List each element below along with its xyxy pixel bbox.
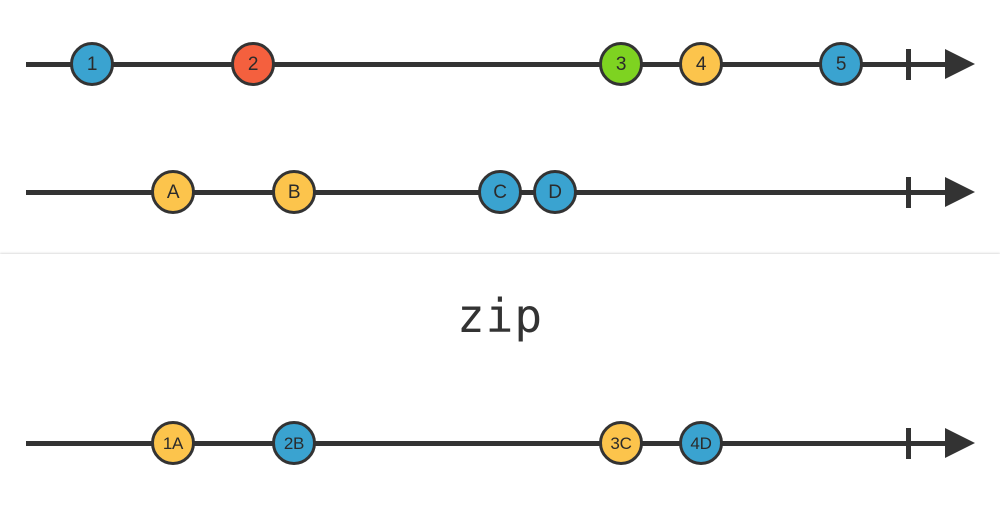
marble[interactable]: 1 <box>70 42 114 86</box>
marble[interactable]: B <box>272 170 316 214</box>
marble[interactable]: 4D <box>679 421 723 465</box>
completion-marker-icon <box>906 49 911 80</box>
timeline-axis-line <box>26 62 965 67</box>
marble[interactable]: 5 <box>819 42 863 86</box>
marble[interactable]: 1A <box>151 421 195 465</box>
marble[interactable]: 3 <box>599 42 643 86</box>
marble[interactable]: 3C <box>599 421 643 465</box>
operator-panel <box>0 254 1000 378</box>
timeline-arrow-icon <box>945 177 975 207</box>
marble[interactable]: 2B <box>272 421 316 465</box>
operator-label: zip <box>456 289 544 343</box>
completion-marker-icon <box>906 177 911 208</box>
marble[interactable]: C <box>478 170 522 214</box>
marble[interactable]: 4 <box>679 42 723 86</box>
timeline-arrow-icon <box>945 49 975 79</box>
timeline-arrow-icon <box>945 428 975 458</box>
timeline-output: 1A 2B 3C 4D <box>0 414 1000 474</box>
timeline-axis-line <box>26 441 965 446</box>
marble[interactable]: A <box>151 170 195 214</box>
marble[interactable]: 2 <box>231 42 275 86</box>
completion-marker-icon <box>906 428 911 459</box>
marble[interactable]: D <box>533 170 577 214</box>
